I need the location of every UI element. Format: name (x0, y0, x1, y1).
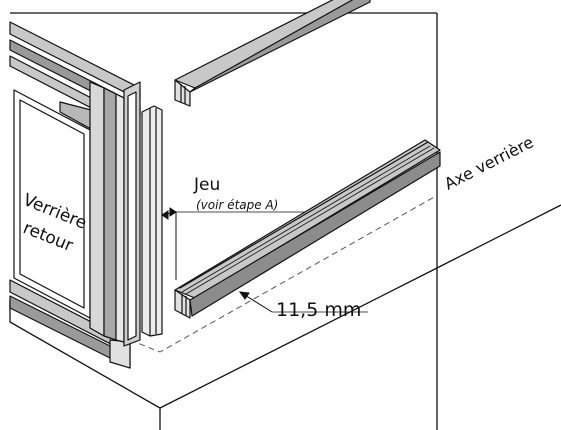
label-dimension-11-5-mm: 11,5 mm (276, 299, 361, 321)
verriere-retour-frame (9, 21, 163, 369)
floor-slab (9, 204, 561, 430)
lower-rail-profile (174, 139, 441, 319)
jeu-dimension-marker (161, 207, 306, 280)
upper-rail-profile (174, 0, 371, 107)
back-wall (10, 12, 438, 268)
label-axe-verriere: Axe verrière (441, 132, 536, 193)
label-jeu: Jeu (193, 175, 220, 195)
label-voir-etape-a: (voir étape A) (196, 198, 278, 212)
dimension-11-5-marker (238, 291, 368, 313)
axe-verriere-axis-line (129, 195, 437, 353)
